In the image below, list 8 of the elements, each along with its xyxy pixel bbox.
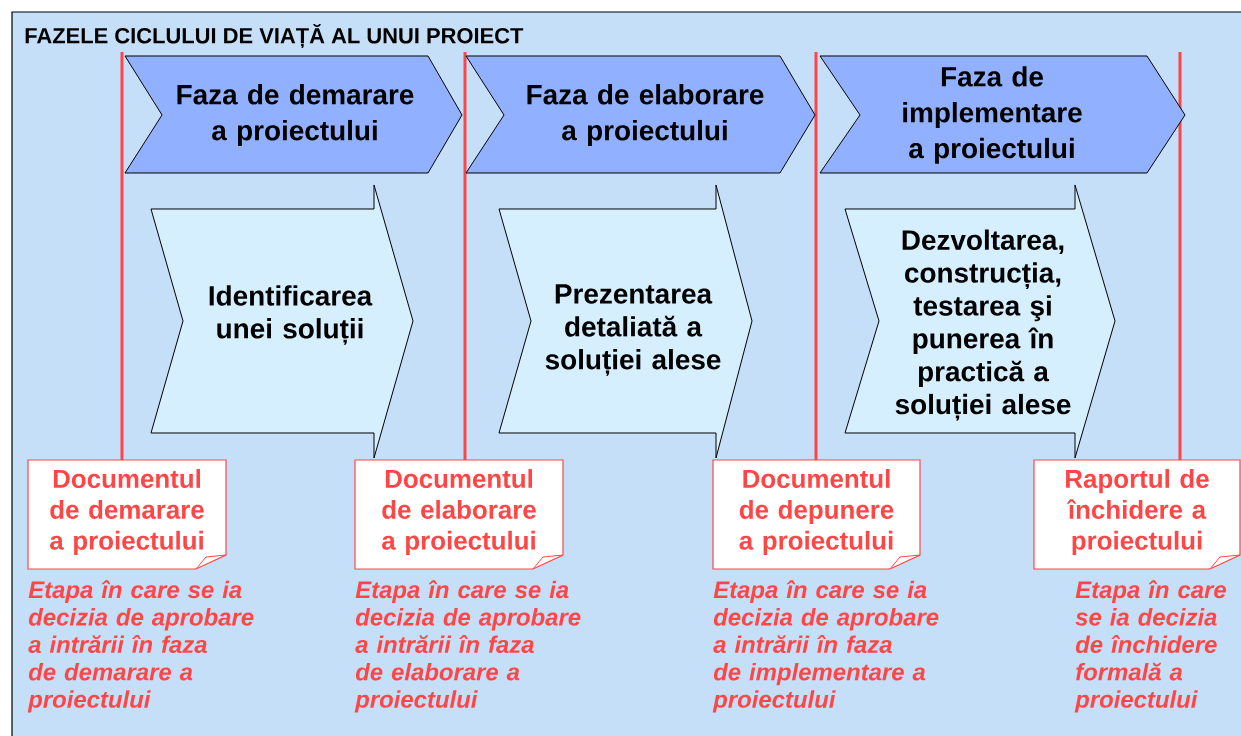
note-text: Etapa în care se ia decizia de închidere formală a proiectului (1074, 580, 1226, 713)
activity-chevron: Prezentarea detaliată a soluției alese (498, 184, 753, 459)
activity-chevron: Identificarea unei soluții (150, 184, 414, 459)
diagram-title: FAZELE CICLULUI DE VIAȚĂ AL UNUI PROIECT (25, 23, 524, 49)
note-text: Etapa în care se ia decizia de aprobare a intrării în faza de implementare a proiectului (712, 580, 939, 713)
note-text: Etapa în care se ia decizia de aprobare a intrării în faza de demarare a proiectului (27, 580, 254, 713)
activity-chevron: Dezvoltarea, construcția, testarea şi punerea în practică a soluției alese (844, 184, 1116, 459)
note-text: Etapa în care se ia decizia de aprobare a intrării în faza de elaborare a proiectului (354, 580, 581, 713)
